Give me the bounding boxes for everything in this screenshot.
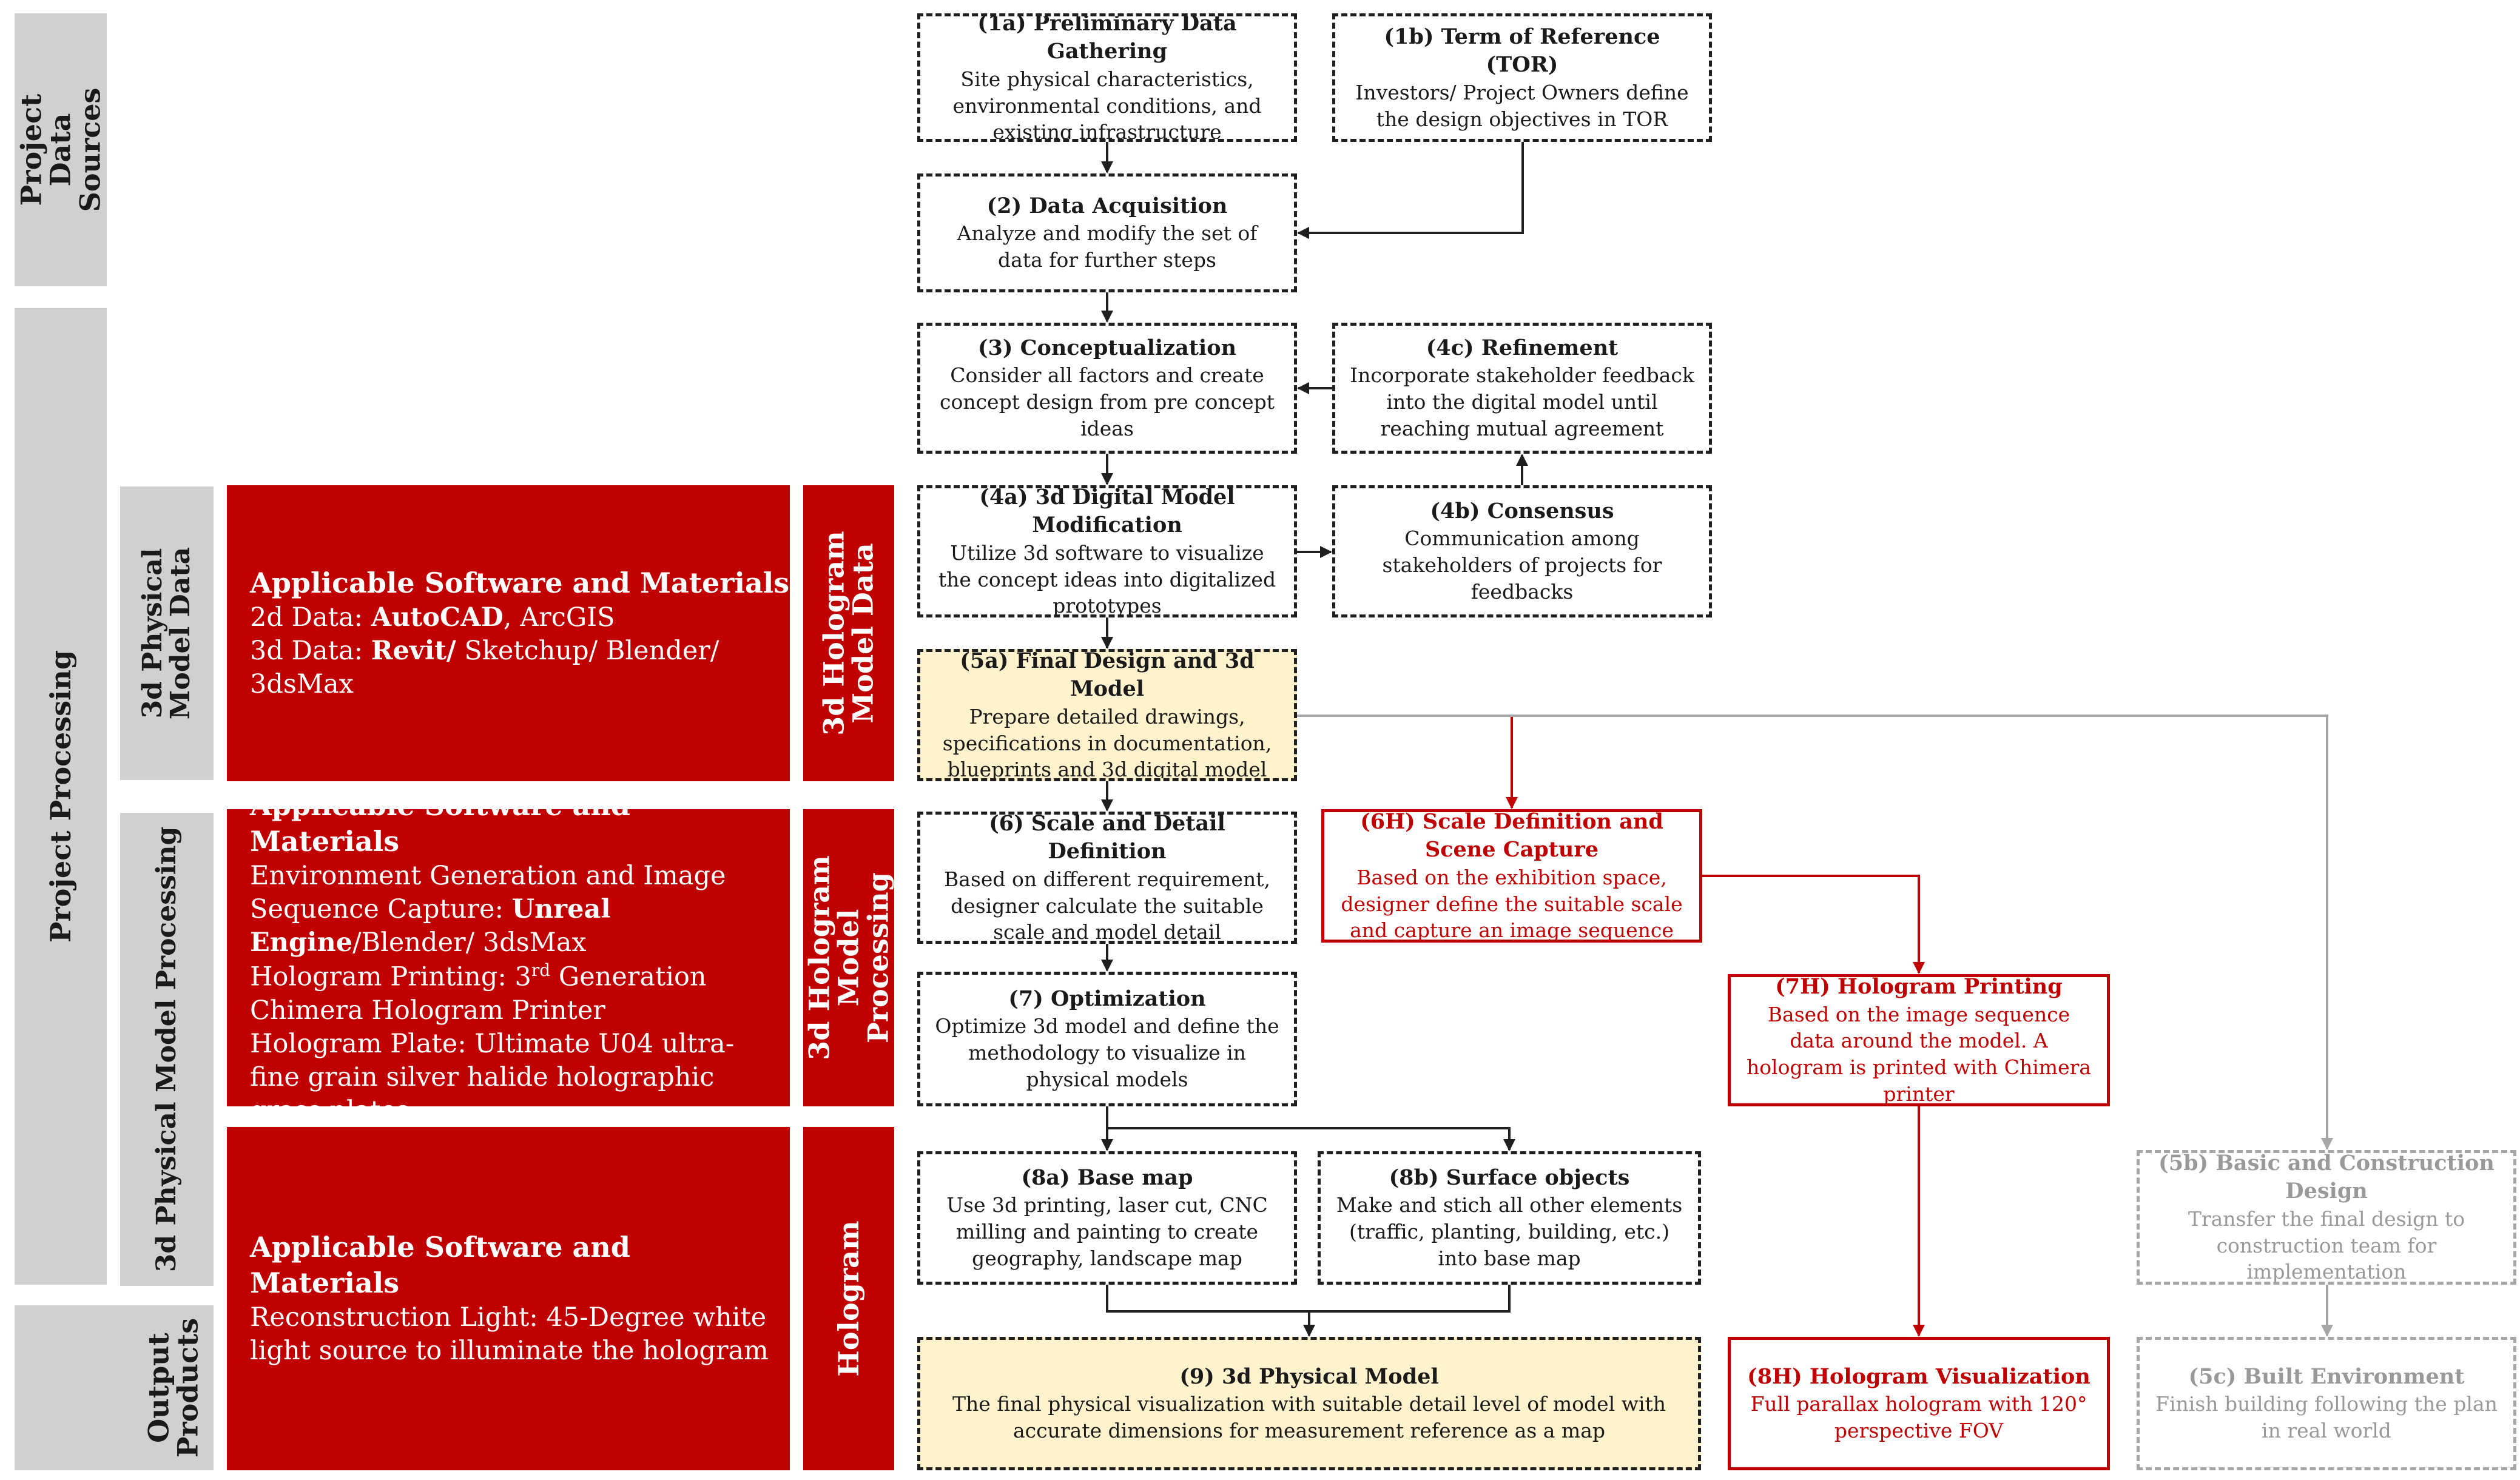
panel-heading: Applicable Software and Materials xyxy=(250,1231,630,1299)
software-panel-output: Applicable Software and Materials Recons… xyxy=(227,1127,790,1470)
panel-heading: Applicable Software and Materials xyxy=(250,567,790,600)
panel-heading: Applicable Software and Materials xyxy=(250,809,630,858)
hologram-model-data-tab: 3d Hologram Model Data xyxy=(803,485,894,781)
arrow-1b-to-2 xyxy=(1297,142,1524,239)
physical-model-processing-label: 3d Physical Model Processing xyxy=(120,813,214,1286)
arrow-6h-to-7h xyxy=(1702,875,1925,974)
project-processing-label: Project Processing xyxy=(15,308,107,1285)
arrow-7-to-8b xyxy=(1107,1127,1515,1151)
box-1b-term-of-reference: (1b) Term of Reference (TOR)Investors/ P… xyxy=(1332,13,1712,142)
arrow-5a-to-5b xyxy=(1297,715,2333,1150)
software-panel-physical-data: Applicable Software and Materials 2d Dat… xyxy=(227,485,790,781)
hologram-model-processing-tab: 3d Hologram Model Processing xyxy=(803,809,894,1106)
software-panel-physical-processing: Applicable Software and Materials Enviro… xyxy=(227,809,790,1106)
output-products-label: Output Products xyxy=(15,1305,214,1470)
hologram-tab: Hologram xyxy=(803,1127,894,1470)
physical-model-data-label: 3d Physical Model Data xyxy=(120,486,214,780)
project-data-sources-label: Project Data Sources xyxy=(15,13,107,286)
arrow-8a-8b-to-9 xyxy=(1106,1285,1511,1336)
